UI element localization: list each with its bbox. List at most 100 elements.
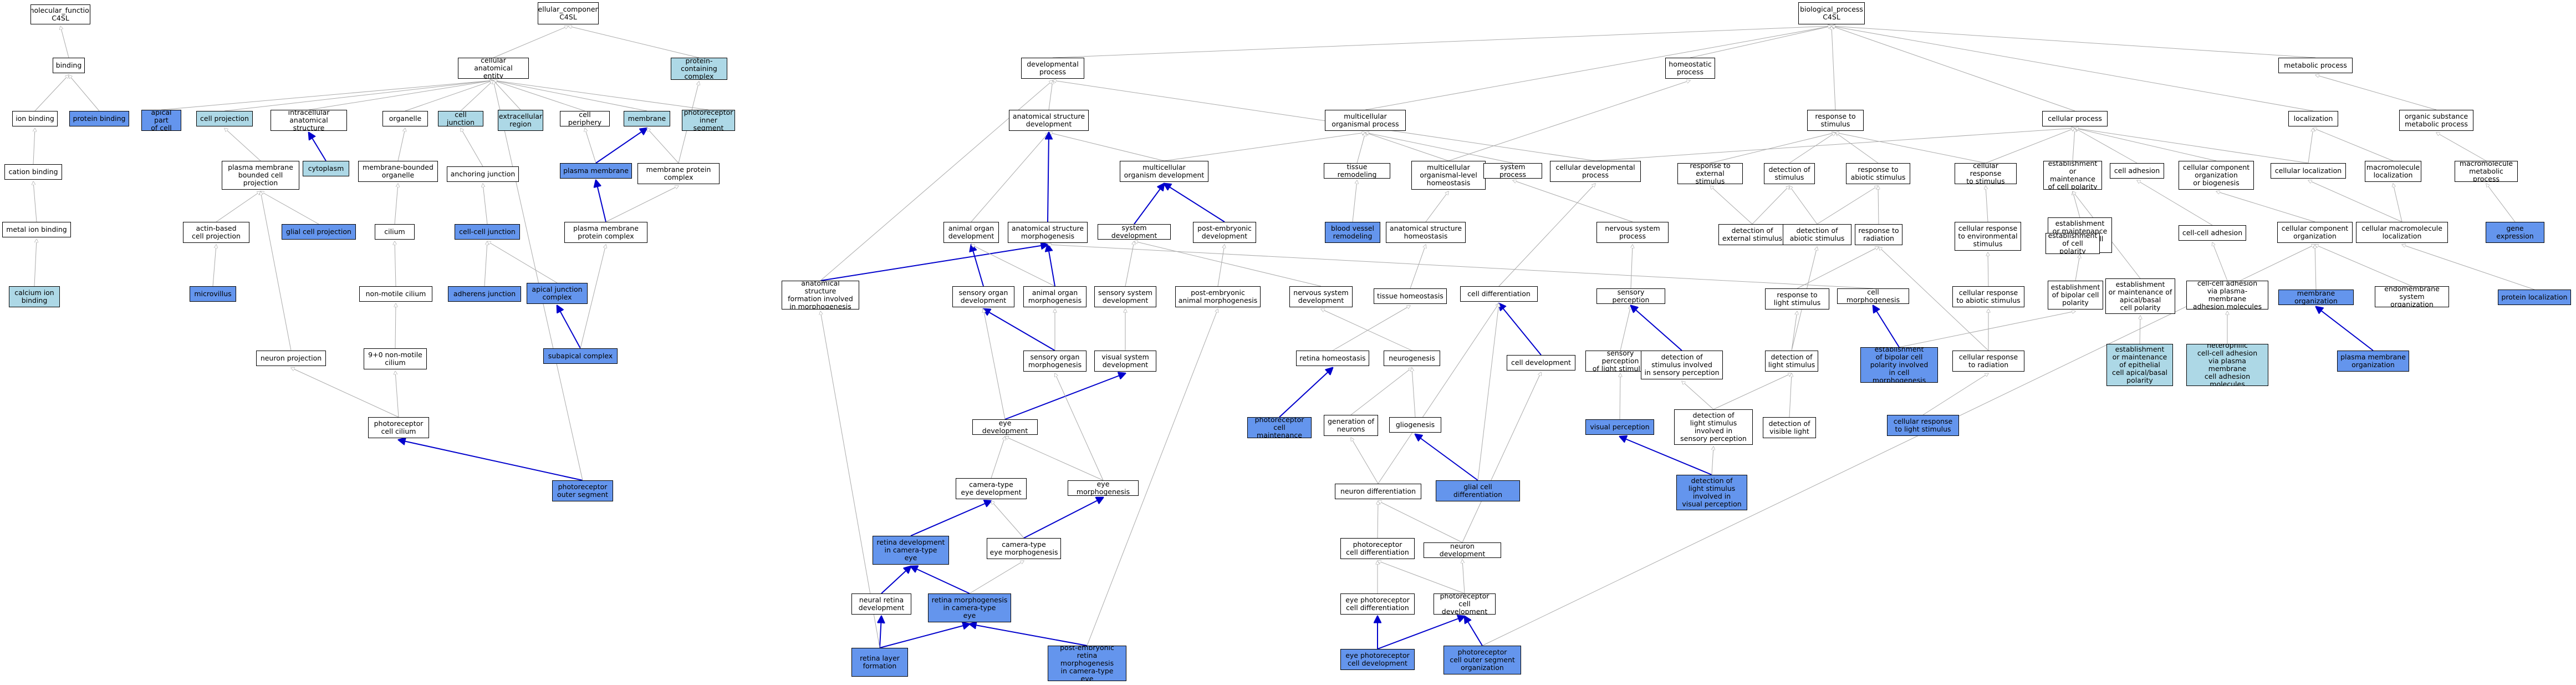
node-camera-type-eye-morphogenesis[interactable]: camera-type eye morphogenesis <box>987 538 1061 559</box>
node-cellular-response-abiotic[interactable]: cellular response to abiotic stimulus <box>1952 286 2024 307</box>
node-gliogenesis[interactable]: gliogenesis <box>1389 417 1441 433</box>
node-macromolecule-localization[interactable]: macromolecule localization <box>2365 161 2421 182</box>
node-non-motile-cilium[interactable]: non-motile cilium <box>359 286 432 302</box>
node-system-process[interactable]: system process <box>1483 163 1542 179</box>
node-homeostatic-process[interactable]: homeostatic process <box>1665 58 1715 79</box>
node-tissue-remodeling[interactable]: tissue remodeling <box>1324 163 1390 179</box>
node-response-to-external[interactable]: response to external stimulus <box>1677 163 1743 184</box>
node-binding[interactable]: binding <box>53 58 85 73</box>
node-system-development[interactable]: system development <box>1098 224 1171 240</box>
node-retina-morphogenesis[interactable]: retina morphogenesis in camera-type eye <box>928 593 1011 622</box>
node-plasma-membrane-organization[interactable]: plasma membrane organization <box>2337 351 2409 372</box>
node-cell-cell-adhesion-plasma[interactable]: cell-cell adhesion via plasma-membrane a… <box>2186 281 2268 309</box>
node-multicellular-organismal-process[interactable]: multicellular organismal process <box>1325 110 1406 131</box>
node-plasma-membrane-protein-complex[interactable]: plasma membrane protein complex <box>564 222 647 243</box>
node-cell-development[interactable]: cell development <box>1507 355 1575 371</box>
node-cellular-response-light[interactable]: cellular response to light stimulus <box>1887 415 1959 436</box>
node-response-to-radiation[interactable]: response to radiation <box>1855 224 1902 245</box>
node-anatomical-structure-formation[interactable]: anatomical structure formation involved … <box>782 281 859 309</box>
node-cellular-macromolecule-localization[interactable]: cellular macromolecule localization <box>2356 222 2448 243</box>
node-multicellular-organism-development[interactable]: multicellular organism development <box>1120 161 1208 182</box>
node-cell-junction[interactable]: cell junction <box>438 111 483 126</box>
node-membrane-organization[interactable]: membrane organization <box>2278 290 2354 305</box>
node-mf[interactable]: molecular_function C4SL <box>30 4 90 24</box>
node-anatomical-structure-morphogenesis[interactable]: anatomical structure morphogenesis <box>1008 222 1088 243</box>
node-post-embryonic-development[interactable]: post-embryonic development <box>1193 222 1256 243</box>
node-metal-ion-binding[interactable]: metal ion binding <box>2 222 71 237</box>
node-plasma-membrane[interactable]: plasma membrane <box>560 163 632 179</box>
node-cellular-component-organization-biogenesis[interactable]: cellular component organization or bioge… <box>2179 161 2254 190</box>
node-eye-morphogenesis[interactable]: eye morphogenesis <box>1068 480 1139 496</box>
node-bp[interactable]: biological_process C4SL <box>1798 2 1865 24</box>
node-retina-homeostasis[interactable]: retina homeostasis <box>1296 351 1369 366</box>
node-cell-cell-adhesion[interactable]: cell-cell adhesion <box>2179 225 2246 241</box>
node-cation-binding[interactable]: cation binding <box>4 164 62 180</box>
node-photoreceptor-cell-development[interactable]: photoreceptor cell development <box>1434 593 1496 615</box>
node-photoreceptor-outer[interactable]: photoreceptor outer segment <box>552 480 613 501</box>
node-post-embryonic-retina[interactable]: post-embryonic retina morphogenesis in c… <box>1048 646 1126 681</box>
node-photoreceptor-cilium[interactable]: photoreceptor cell cilium <box>368 417 429 438</box>
node-membrane-protein-complex[interactable]: membrane protein complex <box>637 163 720 184</box>
node-neurogenesis[interactable]: neurogenesis <box>1384 351 1440 366</box>
node-anatomical-structure-homeostasis[interactable]: anatomical structure homeostasis <box>1386 222 1466 243</box>
node-detection-light-sensory[interactable]: detection of light stimulus involved in … <box>1674 409 1753 445</box>
node-multicellular-organismal-level-homeostasis[interactable]: multicellular organismal-level homeostas… <box>1411 161 1486 190</box>
node-extracellular-region[interactable]: extracellular region <box>498 110 543 131</box>
node-response-to-abiotic[interactable]: response to abiotic stimulus <box>1846 163 1910 184</box>
node-neuron-projection[interactable]: neuron projection <box>256 351 326 366</box>
node-adherens-junction[interactable]: adherens junction <box>448 286 521 302</box>
node-retina-development[interactable]: retina development in camera-type eye <box>873 536 949 565</box>
node-cellular-process[interactable]: cellular process <box>2042 111 2108 126</box>
node-sensory-organ-development[interactable]: sensory organ development <box>952 286 1014 307</box>
node-cell-cell-junction[interactable]: cell-cell junction <box>455 224 520 240</box>
node-calcium-ion-binding[interactable]: calcium ion binding <box>9 286 60 307</box>
node-eye-development[interactable]: eye development <box>972 419 1038 435</box>
node-photoreceptor-cell-maintenance[interactable]: photoreceptor cell maintenance <box>1247 417 1312 438</box>
node-establishment-bipolar-morphogenesis[interactable]: establishment of bipolar cell polarity i… <box>1860 347 1938 383</box>
node-gene-expression[interactable]: gene expression <box>2486 222 2544 243</box>
node-cellular-component-organization[interactable]: cellular component organization <box>2277 222 2353 243</box>
node-plasma-membrane-bounded[interactable]: plasma membrane bounded cell projection <box>222 161 299 190</box>
node-protein-localization[interactable]: protein localization <box>2498 290 2571 305</box>
node-retina-layer-formation[interactable]: retina layer formation <box>851 648 908 677</box>
node-cellular-response-to-stimulus[interactable]: cellular response to stimulus <box>1955 163 2017 184</box>
node-nervous-system-process[interactable]: nervous system process <box>1596 222 1669 243</box>
node-visual-perception[interactable]: visual perception <box>1585 419 1654 435</box>
node-nervous-system-development[interactable]: nervous system development <box>1289 286 1353 307</box>
node-cellular-localization[interactable]: cellular localization <box>2271 163 2346 179</box>
node-ion-binding[interactable]: ion binding <box>12 111 58 126</box>
node-nine-zero[interactable]: 9+0 non-motile cilium <box>364 348 427 369</box>
node-cell-differentiation[interactable]: cell differentiation <box>1460 286 1538 302</box>
node-detection-visible-light[interactable]: detection of visible light <box>1763 417 1816 438</box>
node-cytoplasm[interactable]: cytoplasm <box>303 161 349 176</box>
node-cell-anat-entity[interactable]: cellular anatomical entity <box>458 58 529 79</box>
node-endomembrane-system-organization[interactable]: endomembrane system organization <box>2375 286 2449 307</box>
node-glial-cell-differentiation[interactable]: glial cell differentiation <box>1436 480 1520 501</box>
node-photoreceptor-inner[interactable]: photoreceptor inner segment <box>682 110 735 131</box>
node-actin-based[interactable]: actin-based cell projection <box>183 222 249 243</box>
node-cc[interactable]: cellular_component C4SL <box>538 2 599 24</box>
node-neural-retina-development[interactable]: neural retina development <box>851 593 911 615</box>
node-eye-photoreceptor-development[interactable]: eye photoreceptor cell development <box>1340 649 1415 670</box>
node-response-to-stimulus[interactable]: response to stimulus <box>1807 110 1864 131</box>
node-animal-organ-development[interactable]: animal organ development <box>943 222 999 243</box>
node-detection-abiotic[interactable]: detection of abiotic stimulus <box>1783 224 1851 245</box>
node-sensory-perception[interactable]: sensory perception <box>1596 288 1665 304</box>
node-intracellular-anat[interactable]: intracellular anatomical structure <box>271 110 347 131</box>
node-camera-type-eye-development[interactable]: camera-type eye development <box>956 478 1027 499</box>
node-membrane-bounded-organelle[interactable]: membrane-bounded organelle <box>358 161 438 182</box>
node-detection-involved-sensory[interactable]: detection of stimulus involved in sensor… <box>1641 351 1723 379</box>
node-photoreceptor-outer-segment-org[interactable]: photoreceptor cell outer segment organiz… <box>1443 646 1521 674</box>
node-membrane[interactable]: membrane <box>624 111 670 126</box>
node-cellular-developmental-process[interactable]: cellular developmental process <box>1550 161 1641 182</box>
node-sensory-system-development[interactable]: sensory system development <box>1094 286 1156 307</box>
node-subapical-complex[interactable]: subapical complex <box>543 348 618 364</box>
node-organelle[interactable]: organelle <box>382 111 428 126</box>
node-visual-system-development[interactable]: visual system development <box>1094 351 1156 372</box>
node-post-embryonic-animal-morphogenesis[interactable]: post-embryonic animal morphogenesis <box>1175 286 1261 307</box>
node-anatomical-structure-development[interactable]: anatomical structure development <box>1009 110 1089 131</box>
node-animal-organ-morphogenesis[interactable]: animal organ morphogenesis <box>1023 286 1086 307</box>
node-anchoring-junction[interactable]: anchoring junction <box>447 166 519 182</box>
node-detection-light[interactable]: detection of light stimulus <box>1765 351 1818 372</box>
node-heterophilic[interactable]: heterophilic cell-cell adhesion via plas… <box>2186 344 2268 386</box>
